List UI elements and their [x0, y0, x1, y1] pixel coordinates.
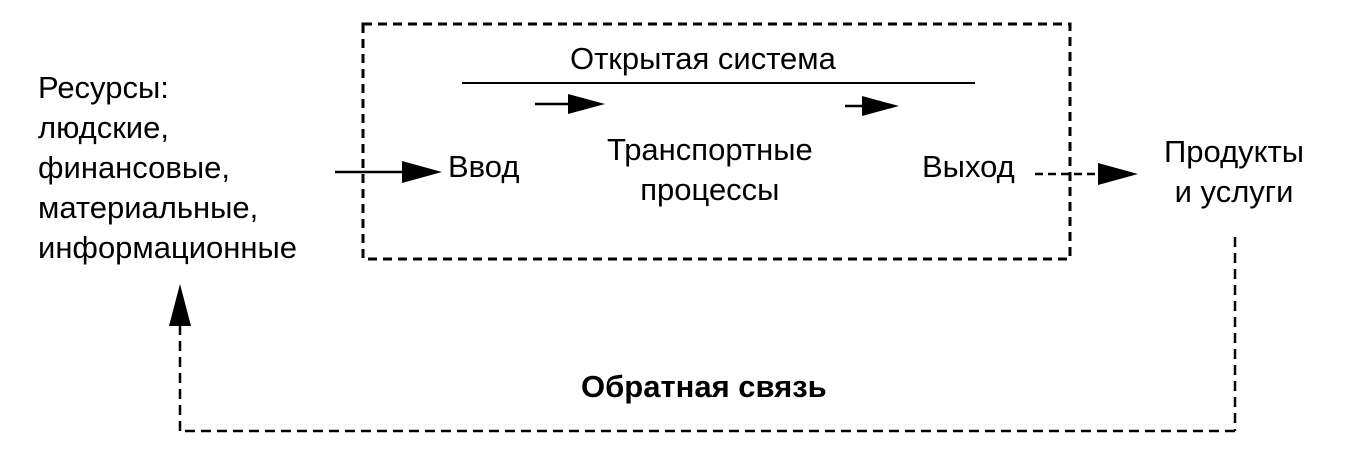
arrow-resources-to-input — [335, 161, 442, 183]
feedback-loop — [169, 237, 1237, 433]
resources-block: Ресурсы: людские, финансовые, материальн… — [38, 68, 297, 268]
process-label: Транспортные процессы — [607, 130, 813, 210]
products-line-2: и услуги — [1174, 174, 1294, 209]
inner-arrow-right — [845, 96, 899, 116]
arrow-output-to-products — [1035, 163, 1138, 185]
resource-item-information: информационные — [38, 230, 298, 265]
system-title: Открытая система — [570, 41, 836, 76]
output-label: Выход — [922, 149, 1015, 184]
input-label: Ввод — [448, 149, 520, 184]
inner-arrow-left — [535, 94, 605, 114]
products-line-1: Продукты — [1164, 134, 1305, 169]
resource-item-people: людские, — [38, 110, 169, 145]
resources-heading: Ресурсы: — [38, 70, 169, 105]
products-label: Продукты и услуги — [1164, 132, 1304, 212]
system-boundary — [361, 22, 1072, 261]
process-line-2: процессы — [640, 172, 780, 207]
feedback-label: Обратная связь — [581, 369, 827, 404]
resource-item-financial: финансовые, — [38, 150, 230, 185]
process-line-1: Транспортные — [607, 132, 813, 167]
feedback-arrowhead — [169, 284, 191, 326]
resource-item-material: материальные, — [38, 190, 259, 225]
